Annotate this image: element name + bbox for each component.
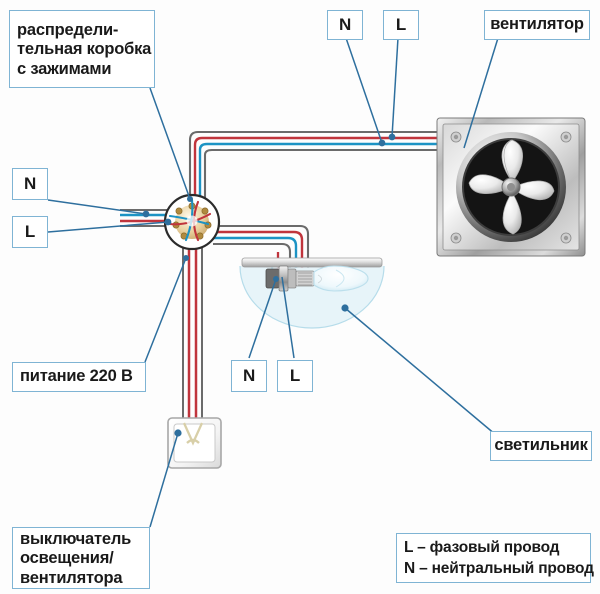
legend-line-neutral: N – нейтральный провод [404,560,594,577]
label-n-top: N [327,10,363,40]
legend-box: L – фазовый провод N – нейтральный прово… [396,533,594,583]
label-n-lamp: N [231,360,267,392]
label-junction-box-line1: распредели- [17,20,119,39]
label-l-left: L [12,216,48,248]
label-l-top-text: L [395,14,407,34]
label-power-supply-text: питание 220 В [20,367,133,386]
leader-dot-n-top [378,139,386,147]
label-switch: выключатель освещения/ вентилятора [12,527,150,589]
label-junction-box-line3: с зажимами [17,59,112,78]
label-switch-line2: освещения/ [20,549,114,568]
label-switch-line1: выключатель [20,529,132,548]
leader-dot-l-left [164,218,172,226]
junction-box [163,193,221,251]
label-power-supply: питание 220 В [12,362,146,392]
label-n-top-text: N [338,14,352,34]
label-l-top: L [383,10,419,40]
leader-dot-box [187,196,193,202]
label-n-lamp-text: N [242,365,256,385]
fan-blades [468,139,555,235]
label-l-lamp-text: L [289,365,301,385]
label-lamp: светильник [490,431,592,461]
label-lamp-text: светильник [494,436,588,455]
label-n-left: N [12,168,48,200]
label-switch-line3: вентилятора [20,568,123,587]
label-n-left-text: N [23,173,37,193]
legend-line-phase: L – фазовый провод [404,539,560,557]
leader-dot-n-left [142,210,150,218]
leader-dot-switch [174,429,182,437]
label-junction-box-line2: тельная коробка [17,40,152,59]
light-switch [167,417,222,469]
leader-dot-l-top [388,133,396,141]
cable-run-box-to-fan [188,130,447,218]
label-junction-box: распредели- тельная коробка с зажимами [9,10,155,88]
leader-dot-n-lamp [273,276,279,282]
leader-dot-lamp [341,304,349,312]
label-fan: вентилятор [484,10,590,40]
cable-run-box-to-lamp [213,224,310,268]
label-l-left-text: L [24,221,36,241]
fan-unit [436,117,586,257]
label-l-lamp: L [277,360,313,392]
leader-dot-power [183,255,189,261]
label-fan-text: вентилятор [490,15,584,34]
